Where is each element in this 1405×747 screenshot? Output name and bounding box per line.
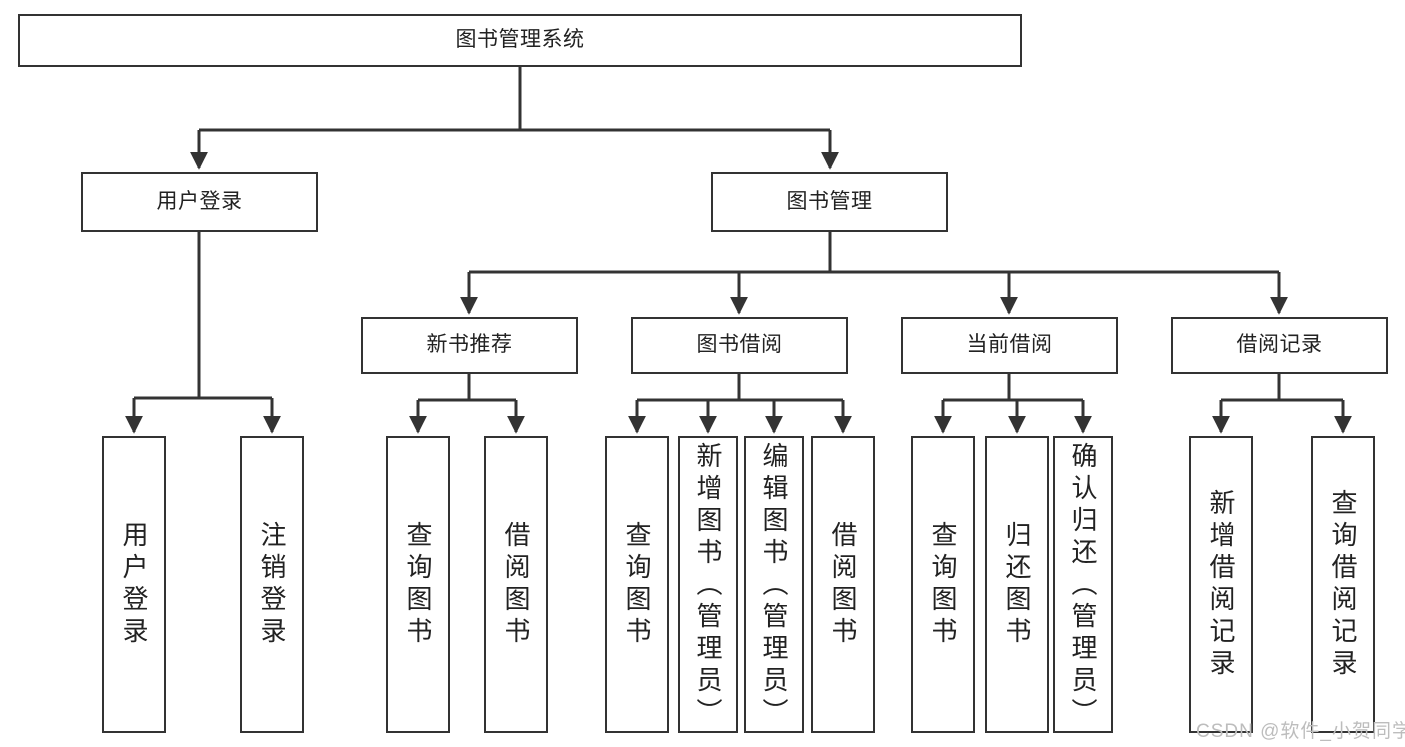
leaf-logout[interactable]: 注销登录 bbox=[240, 436, 304, 733]
leaf-add-book-admin[interactable]: 新增图书（管理员） bbox=[678, 436, 738, 733]
leaf-lend-book-label: 借阅图书 bbox=[828, 520, 858, 649]
node-book-borrow[interactable]: 图书借阅 bbox=[631, 317, 848, 374]
node-current-borrow[interactable]: 当前借阅 bbox=[901, 317, 1118, 374]
leaf-return-book-label: 归还图书 bbox=[1002, 520, 1032, 649]
leaf-query-book-current-label: 查询图书 bbox=[928, 520, 958, 649]
leaf-confirm-return-admin-label: 确认归还（管理员） bbox=[1068, 442, 1098, 730]
node-book-management-label: 图书管理 bbox=[786, 189, 873, 213]
leaf-confirm-return-admin[interactable]: 确认归还（管理员） bbox=[1053, 436, 1113, 733]
node-new-book-recommend-label: 新书推荐 bbox=[426, 333, 513, 357]
leaf-query-book-newbook-label: 查询图书 bbox=[403, 520, 433, 649]
leaf-edit-book-admin[interactable]: 编辑图书（管理员） bbox=[744, 436, 804, 733]
node-book-borrow-label: 图书借阅 bbox=[696, 333, 783, 357]
leaf-add-borrow-record-label: 新增借阅记录 bbox=[1206, 488, 1236, 681]
leaf-logout-label: 注销登录 bbox=[257, 520, 287, 649]
node-borrow-records-label: 借阅记录 bbox=[1236, 333, 1323, 357]
node-root[interactable]: 图书管理系统 bbox=[18, 14, 1022, 67]
leaf-user-login-label: 用户登录 bbox=[119, 520, 149, 649]
leaf-borrow-book-newbook-label: 借阅图书 bbox=[501, 520, 531, 649]
leaf-add-borrow-record[interactable]: 新增借阅记录 bbox=[1189, 436, 1253, 733]
leaf-user-login[interactable]: 用户登录 bbox=[102, 436, 166, 733]
node-book-management[interactable]: 图书管理 bbox=[711, 172, 948, 232]
leaf-query-book-borrow-label: 查询图书 bbox=[622, 520, 652, 649]
leaf-query-book-current[interactable]: 查询图书 bbox=[911, 436, 975, 733]
leaf-edit-book-admin-label: 编辑图书（管理员） bbox=[759, 442, 789, 730]
node-user-login[interactable]: 用户登录 bbox=[81, 172, 318, 232]
leaf-borrow-book-newbook[interactable]: 借阅图书 bbox=[484, 436, 548, 733]
watermark: CSDN @软件_小贺同学 bbox=[1196, 721, 1405, 742]
leaf-query-borrow-record[interactable]: 查询借阅记录 bbox=[1311, 436, 1375, 733]
node-user-login-label: 用户登录 bbox=[156, 189, 243, 213]
leaf-query-book-borrow[interactable]: 查询图书 bbox=[605, 436, 669, 733]
node-borrow-records[interactable]: 借阅记录 bbox=[1171, 317, 1388, 374]
leaf-lend-book[interactable]: 借阅图书 bbox=[811, 436, 875, 733]
leaf-query-book-newbook[interactable]: 查询图书 bbox=[386, 436, 450, 733]
leaf-return-book[interactable]: 归还图书 bbox=[985, 436, 1049, 733]
node-root-label: 图书管理系统 bbox=[455, 28, 585, 52]
leaf-query-borrow-record-label: 查询借阅记录 bbox=[1328, 488, 1358, 681]
node-new-book-recommend[interactable]: 新书推荐 bbox=[361, 317, 578, 374]
node-current-borrow-label: 当前借阅 bbox=[966, 333, 1053, 357]
leaf-add-book-admin-label: 新增图书（管理员） bbox=[693, 442, 723, 730]
